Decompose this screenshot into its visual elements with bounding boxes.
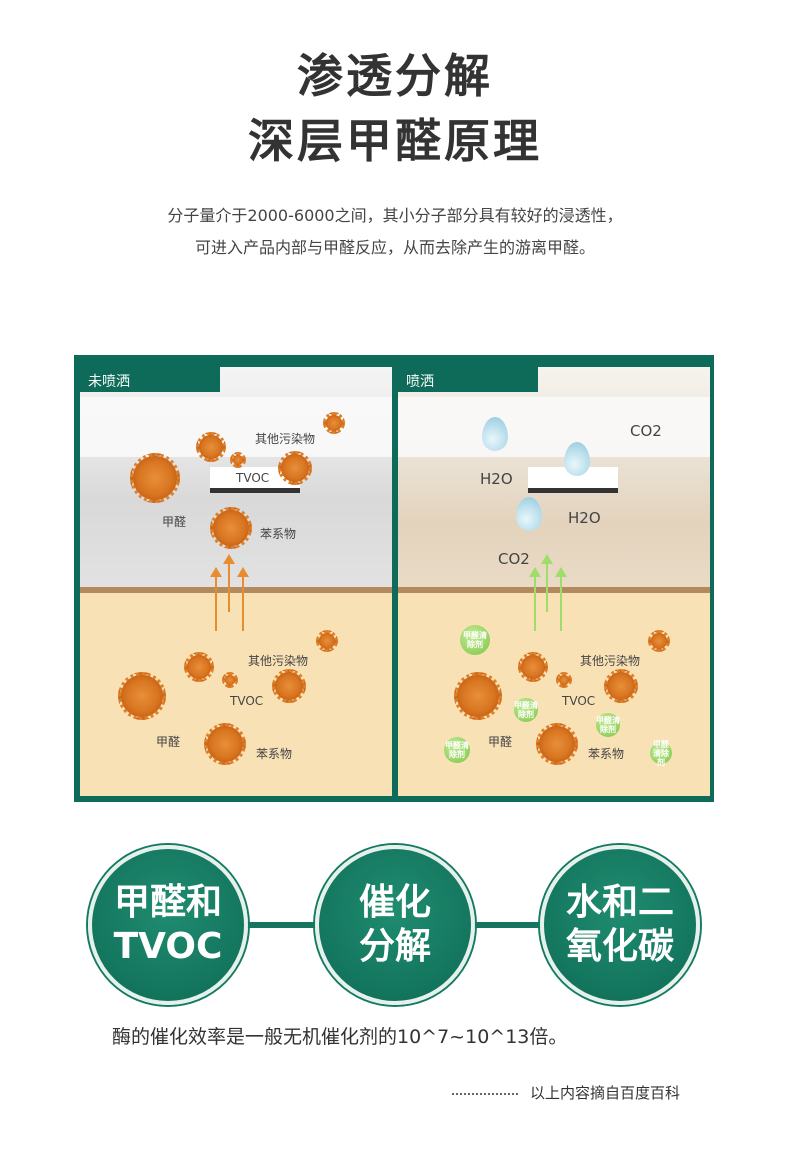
label-benzene: 苯系物 xyxy=(588,747,625,761)
virus-icon xyxy=(204,723,246,765)
remover-bubble: 甲醛清除剂 xyxy=(596,713,620,737)
virus-icon xyxy=(316,630,338,652)
virus-icon xyxy=(556,672,572,688)
floor-divider xyxy=(80,587,392,593)
virus-icon xyxy=(272,669,306,703)
virus-icon xyxy=(604,669,638,703)
virus-icon xyxy=(184,652,214,682)
virus-icon xyxy=(196,432,226,462)
label-benzene: 苯系物 xyxy=(260,527,297,541)
panel-before-spray: 未喷洒 其他污染物 TVOC 甲醛 苯系物 其他污染物 TVOC 甲醛 苯系物 xyxy=(80,367,392,796)
description-line2: 可进入产品内部与甲醛反应，从而去除产生的游离甲醛。 xyxy=(194,238,595,257)
label-formaldehyde: 甲醛 xyxy=(162,515,187,529)
label-benzene: 苯系物 xyxy=(256,747,293,761)
virus-icon xyxy=(278,451,312,485)
panel-after-spray: 喷洒 CO2 H2O H2O CO2 甲醛清除剂 甲醛清除剂 甲醛清除剂 甲醛清… xyxy=(398,367,710,796)
label-other: 其他污染物 xyxy=(248,654,309,668)
remover-bubble: 甲醛清除剂 xyxy=(460,625,490,655)
label-h2o: H2O xyxy=(568,509,601,527)
label-tvoc: TVOC xyxy=(230,694,264,708)
heading-line1: 渗透分解 xyxy=(297,49,493,103)
process-step-catalysis: 催化分解 xyxy=(315,845,475,1005)
label-formaldehyde: 甲醛 xyxy=(156,735,181,749)
source-citation: 以上内容摘自百度百科 xyxy=(452,1082,680,1103)
virus-icon xyxy=(648,630,670,652)
floor-divider xyxy=(398,587,710,593)
arrow-up-icon xyxy=(223,554,235,612)
label-tvoc: TVOC xyxy=(236,471,270,485)
arrow-up-icon xyxy=(210,567,222,631)
comparison-illustration: 未喷洒 其他污染物 TVOC 甲醛 苯系物 其他污染物 TVOC 甲醛 苯系物 … xyxy=(74,355,714,802)
arrow-up-icon xyxy=(237,567,249,631)
label-h2o: H2O xyxy=(480,470,513,488)
step-text: 水和二 xyxy=(565,882,674,923)
virus-icon xyxy=(222,672,238,688)
label-tvoc: TVOC xyxy=(562,694,596,708)
dotted-leader xyxy=(452,1092,518,1095)
source-text: 以上内容摘自百度百科 xyxy=(530,1084,681,1102)
remover-bubble: 甲醛清除剂 xyxy=(444,737,470,763)
label-other: 其他污染物 xyxy=(255,432,316,446)
tab-after-spray: 喷洒 xyxy=(398,367,538,392)
step-text: TVOC xyxy=(113,926,223,967)
water-drop-icon xyxy=(482,417,508,451)
virus-icon xyxy=(210,507,252,549)
label-formaldehyde: 甲醛 xyxy=(488,735,513,749)
virus-icon xyxy=(230,452,246,468)
label-co2: CO2 xyxy=(630,422,662,440)
room-scene xyxy=(398,367,710,589)
step-text: 催化 xyxy=(358,882,431,923)
heading-line2: 深层甲醛原理 xyxy=(248,114,542,168)
water-drop-icon xyxy=(516,497,542,531)
step-text: 氧化碳 xyxy=(565,926,674,967)
virus-icon xyxy=(130,453,180,503)
tab-before-spray: 未喷洒 xyxy=(80,367,220,392)
virus-icon xyxy=(454,672,502,720)
arrow-up-icon xyxy=(529,567,541,631)
virus-icon xyxy=(118,672,166,720)
step-text: 分解 xyxy=(358,926,431,967)
virus-icon xyxy=(323,412,345,434)
label-other: 其他污染物 xyxy=(580,654,641,668)
process-step-products: 水和二氧化碳 xyxy=(540,845,700,1005)
step-text: 甲醛和 xyxy=(113,882,222,923)
description: 分子量介于2000-6000之间，其小分子部分具有较好的浸透性， 可进入产品内部… xyxy=(0,200,790,264)
label-co2: CO2 xyxy=(498,550,530,568)
remover-bubble: 甲醛清除剂 xyxy=(514,698,538,722)
virus-icon xyxy=(536,723,578,765)
arrow-up-icon xyxy=(541,554,553,612)
efficiency-note: 酶的催化效率是一般无机催化剂的10^7~10^13倍。 xyxy=(112,1026,568,1048)
virus-icon xyxy=(518,652,548,682)
description-line1: 分子量介于2000-6000之间，其小分子部分具有较好的浸透性， xyxy=(167,206,623,225)
remover-bubble: 甲醛清除剂 xyxy=(650,740,672,767)
water-drop-icon xyxy=(564,442,590,476)
arrow-up-icon xyxy=(555,567,567,631)
